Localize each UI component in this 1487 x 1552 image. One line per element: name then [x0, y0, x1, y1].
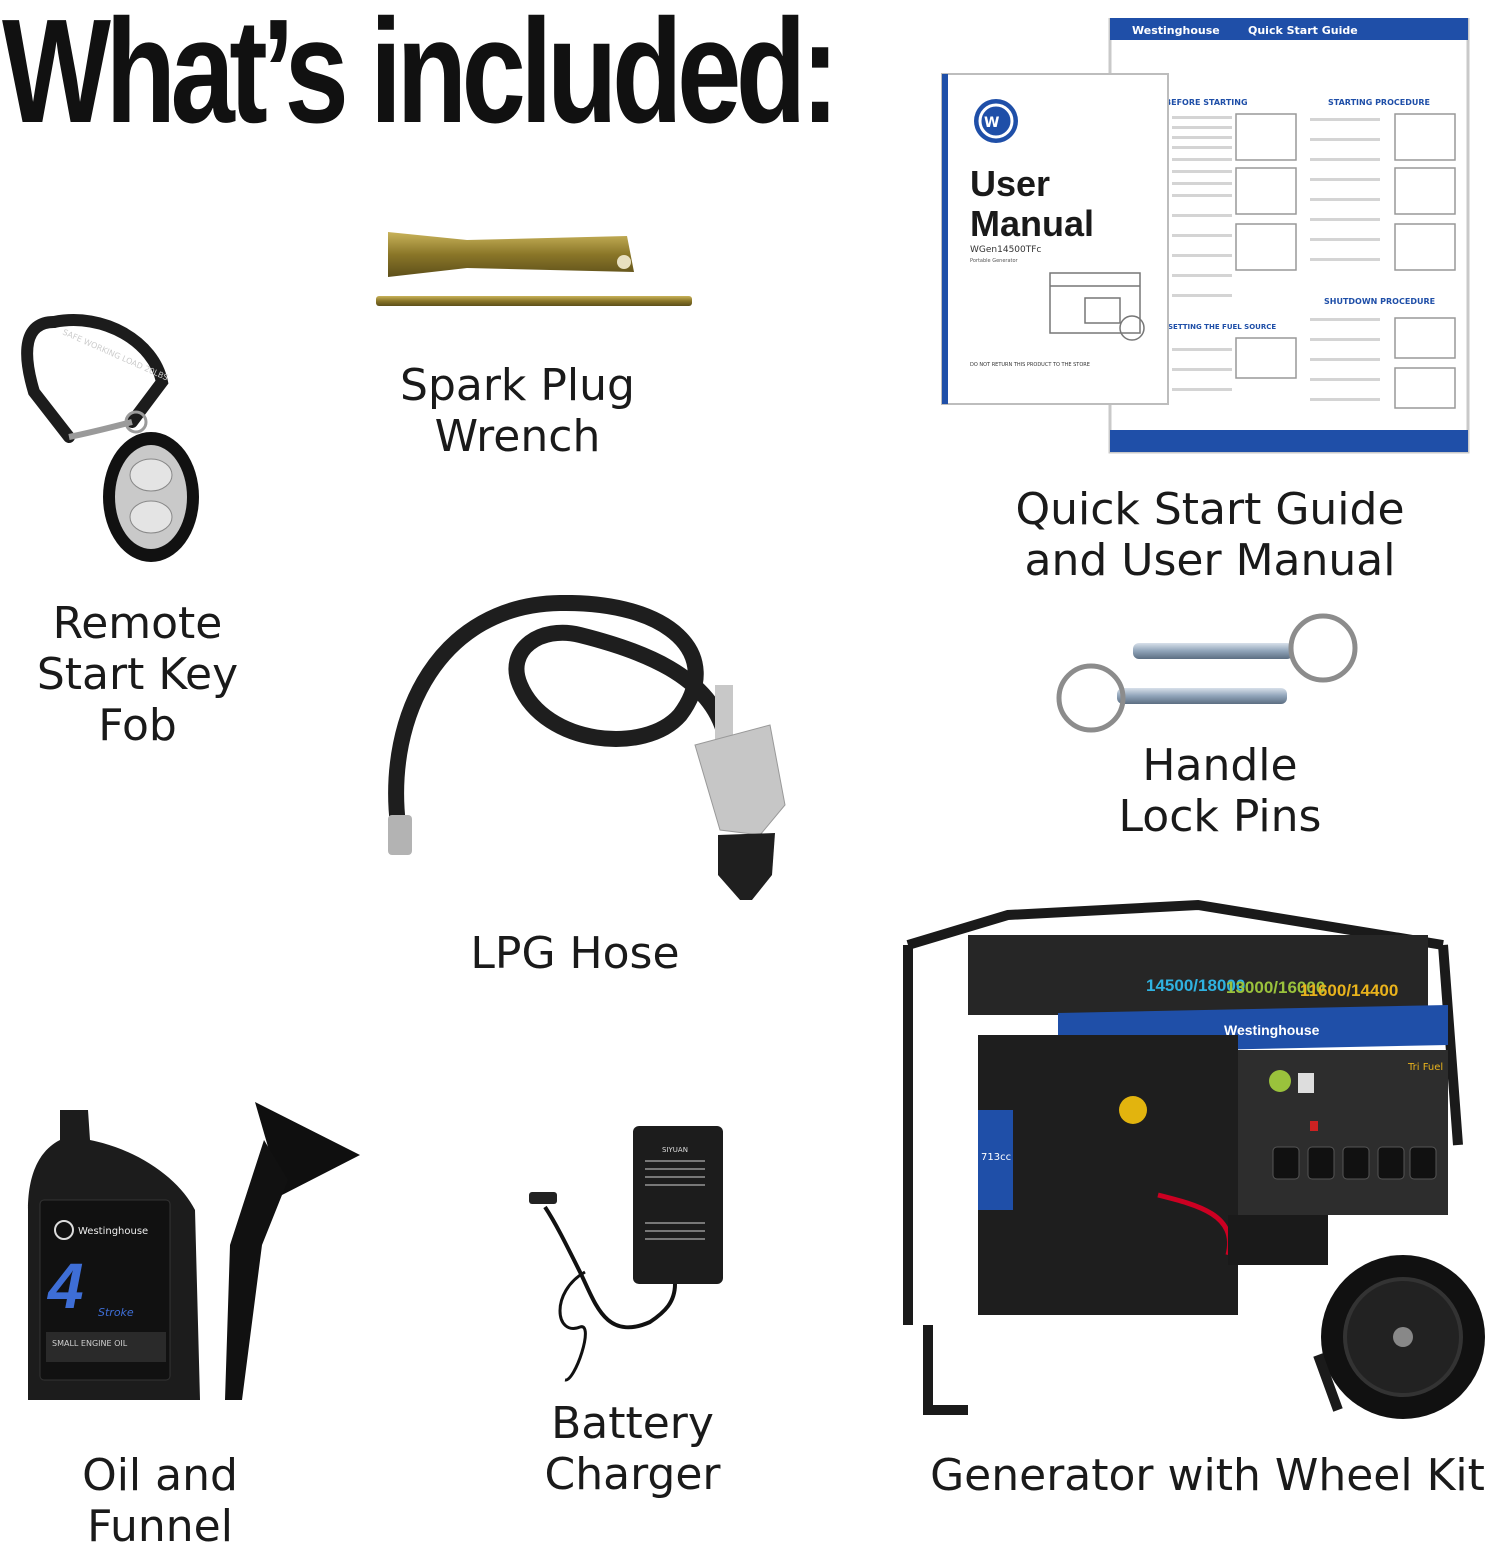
key-fob-image: SAFE WORKING LOAD 20LBS — [14, 312, 204, 567]
battery-charger-image: SIYUAN — [525, 1122, 735, 1382]
rating-propane: 13000/16000 — [1226, 978, 1325, 997]
lpg-hose-label: LPG Hose — [470, 928, 680, 979]
oil-desc: SMALL ENGINE OIL — [52, 1339, 128, 1348]
manual-footer-note: DO NOT RETURN THIS PRODUCT TO THE STORE — [970, 362, 1090, 368]
spark-plug-wrench-image — [372, 222, 697, 317]
qsg-section-starting: STARTING PROCEDURE — [1328, 98, 1430, 107]
qsg-section-fuel: SETTING THE FUEL SOURCE — [1168, 323, 1276, 331]
spark-plug-wrench-label: Spark Plug Wrench — [400, 360, 635, 462]
oil-funnel-label: Oil and Funnel — [82, 1450, 238, 1552]
manual-title-line1: User — [970, 163, 1050, 204]
qsg-title: Quick Start Guide — [1248, 24, 1358, 37]
manual-label: Quick Start Guide and User Manual — [1015, 484, 1405, 586]
lpg-hose-image — [380, 595, 800, 905]
generator-image: 14500/18000 13000/16000 11600/14400 West… — [898, 885, 1487, 1425]
page-title: What’s included: — [2, 0, 839, 154]
oil-number: 4 — [46, 1250, 84, 1322]
manual-title-line2: Manual — [970, 203, 1094, 244]
qsg-section-shutdown: SHUTDOWN PROCEDURE — [1324, 297, 1435, 306]
rating-gasoline: 14500/18000 — [1146, 976, 1245, 995]
generator-label: Generator with Wheel Kit — [930, 1450, 1485, 1501]
lock-pins-image — [1055, 610, 1365, 740]
manual-image: Westinghouse Quick Start Guide BEFORE ST… — [940, 18, 1470, 456]
key-fob-label: Remote Start Key Fob — [36, 598, 239, 751]
rating-natural-gas: 11600/14400 — [1300, 981, 1398, 1000]
charger-brand: SIYUAN — [662, 1146, 688, 1154]
oil-funnel-image: Westinghouse 4 Stroke SMALL ENGINE OIL — [20, 1100, 370, 1420]
engine-size: 713cc — [981, 1152, 1011, 1163]
qsg-brand: Westinghouse — [1132, 24, 1220, 37]
lock-pins-label: Handle Lock Pins — [1118, 740, 1322, 842]
generator-trifuel: Tri Fuel — [1407, 1062, 1443, 1073]
oil-brand: Westinghouse — [78, 1226, 148, 1237]
oil-stroke: Stroke — [98, 1306, 134, 1319]
generator-brand: Westinghouse — [1224, 1022, 1320, 1038]
svg-text:W: W — [984, 115, 999, 131]
manual-model: WGen14500TFc — [970, 245, 1041, 255]
qsg-section-before: BEFORE STARTING — [1165, 98, 1248, 107]
manual-subtitle: Portable Generator — [970, 258, 1019, 264]
battery-charger-label: Battery Charger — [544, 1398, 721, 1500]
